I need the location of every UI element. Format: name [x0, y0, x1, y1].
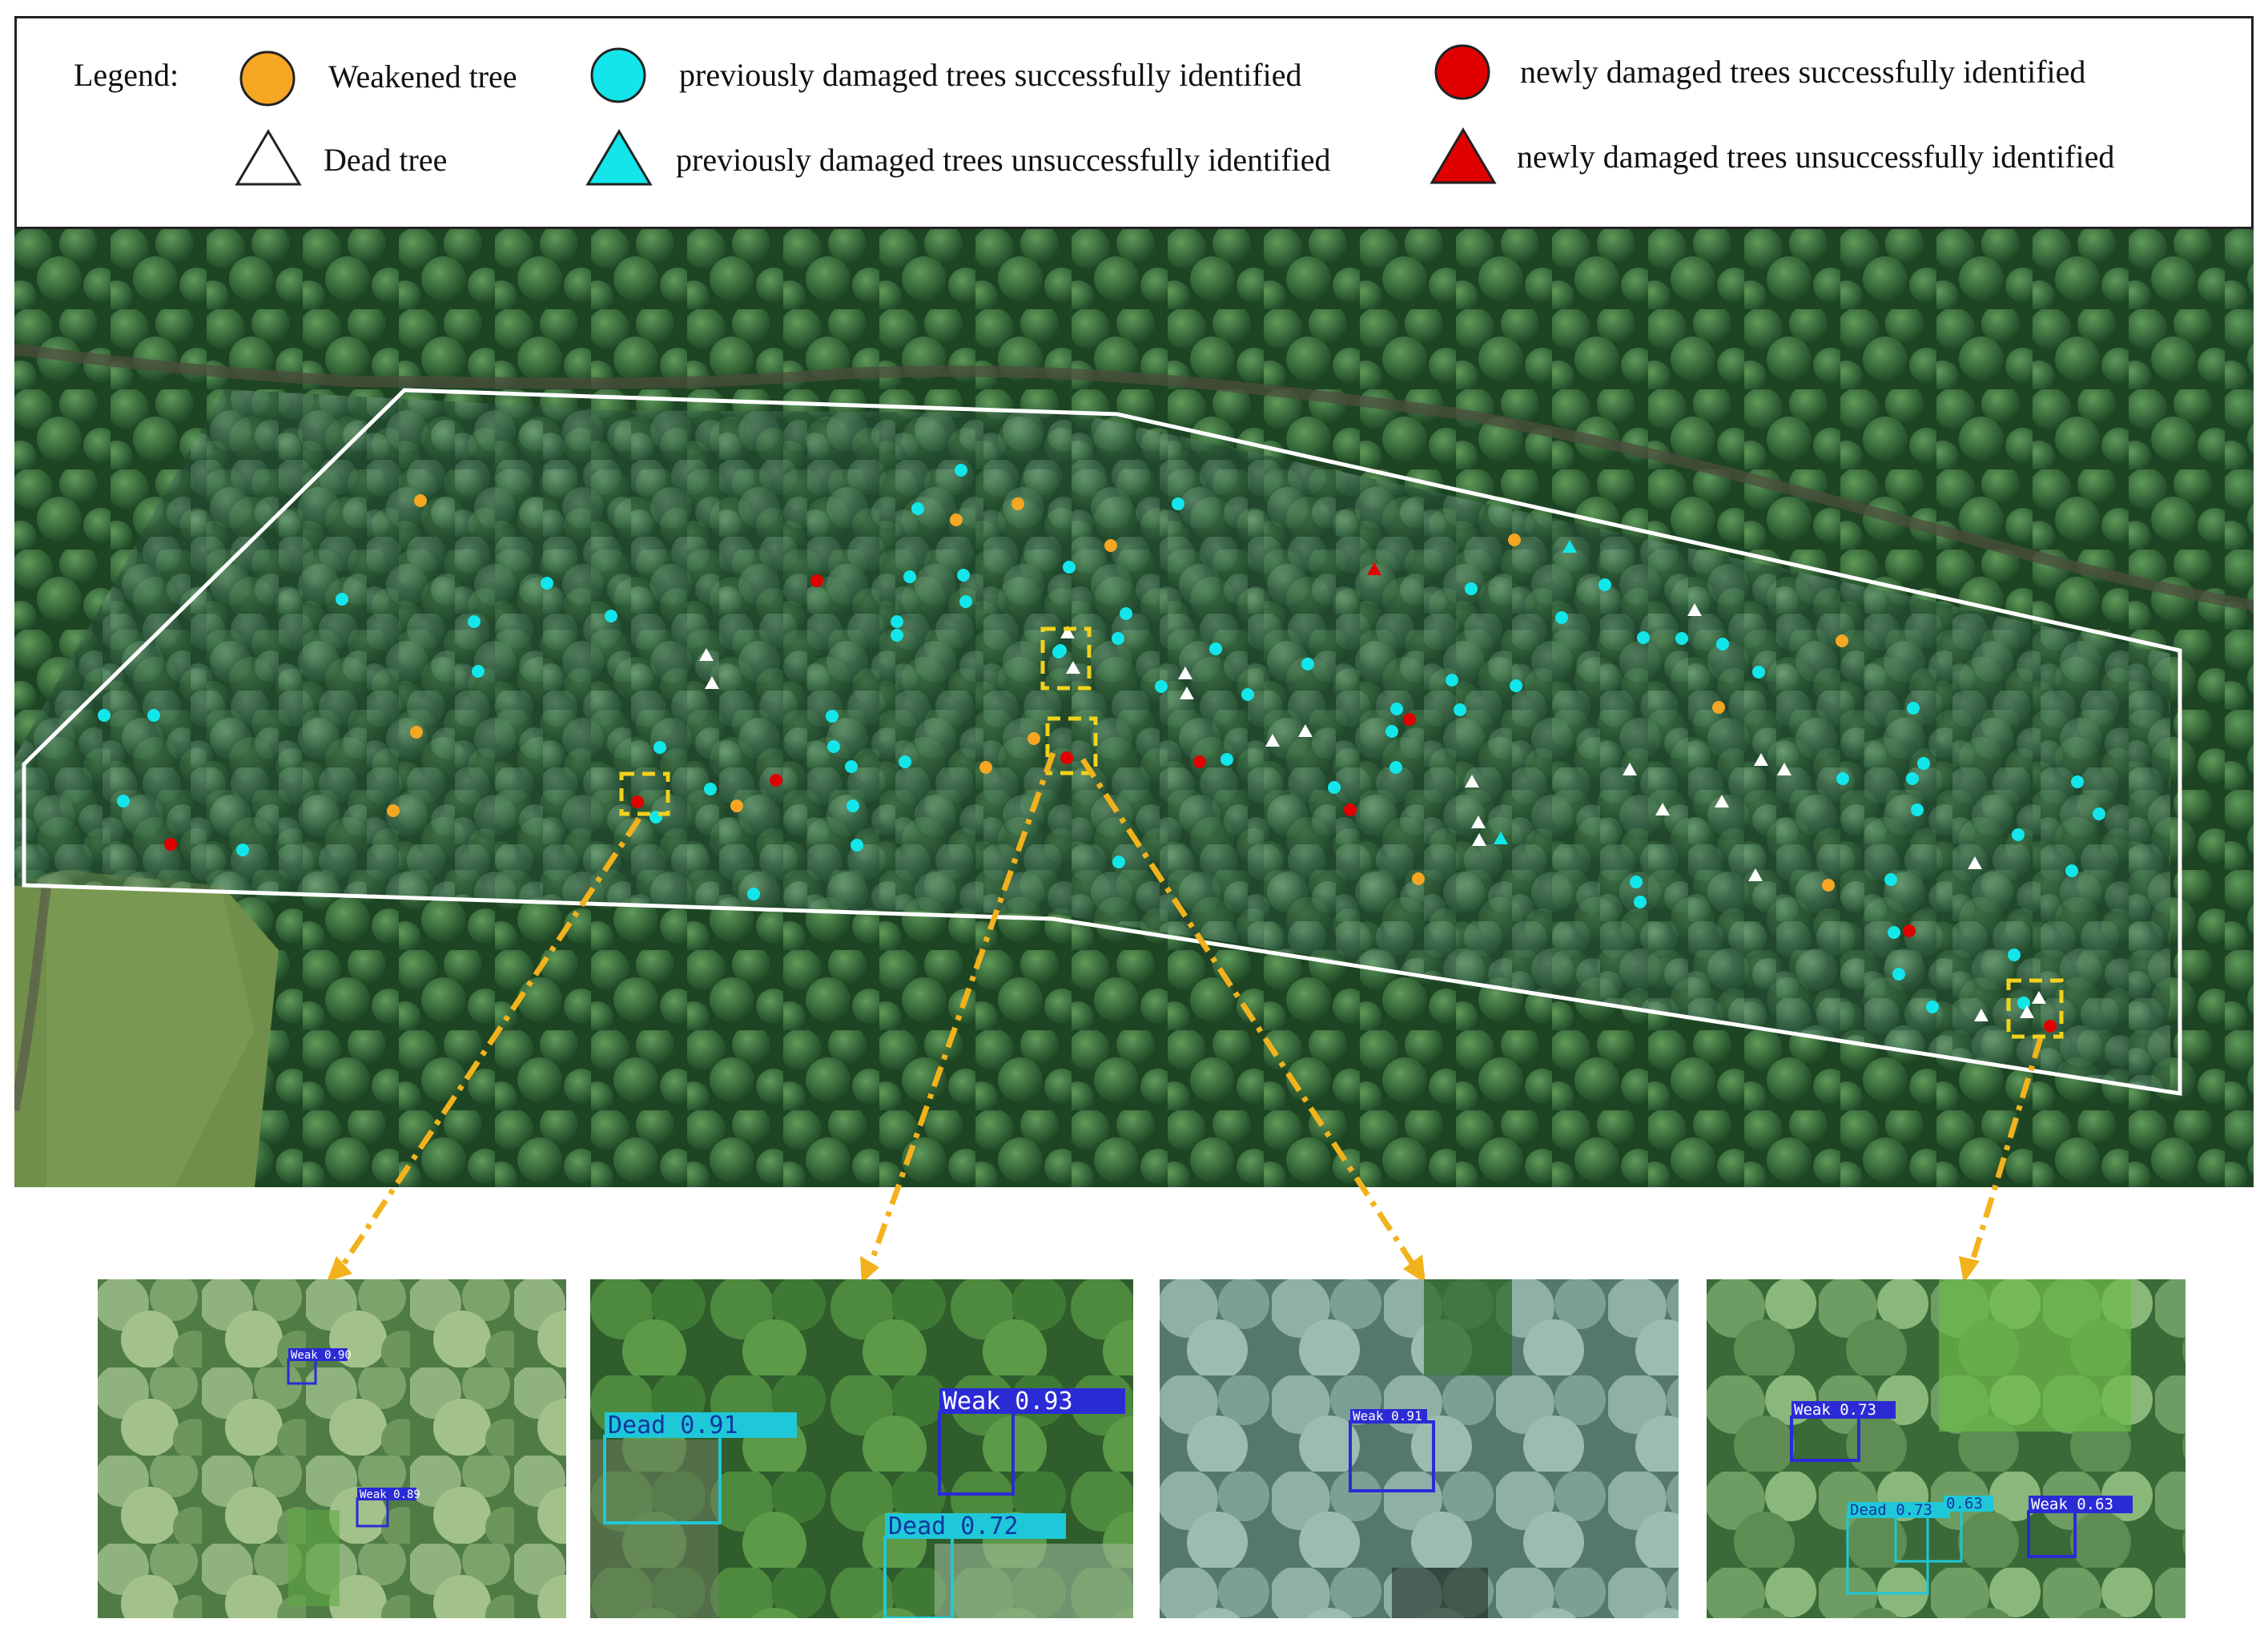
- inset-panel-2: Dead 0.91 Weak 0.93 Dead 0.72: [590, 1279, 1133, 1618]
- arrowhead-1: [327, 1256, 352, 1282]
- detection-tag-weak-0-93: [939, 1388, 1125, 1414]
- legend-label-weakened-tree: Weakened tree: [328, 58, 517, 95]
- legend-label-previous-identified: previously damaged trees successfully id…: [679, 57, 1302, 93]
- legend-label-previous-unidentified: previously damaged trees unsuccessfully …: [676, 142, 1331, 178]
- legend-label-dead-tree: Dead tree: [324, 142, 448, 178]
- detection-tag-dead-0-63: [1944, 1496, 1993, 1512]
- inset-panel-1: Weak 0.90 Weak 0.89: [98, 1279, 566, 1618]
- detection-tag-weak-0-89: [357, 1488, 416, 1500]
- detection-tag-dead-0-73: [1848, 1502, 1950, 1518]
- detection-tag-weak-0-90: [288, 1348, 348, 1361]
- legend-label-new-identified: newly damaged trees successfully identif…: [1520, 54, 2086, 90]
- detection-label-weak-0-89: Weak 0.89: [360, 1488, 420, 1501]
- detection-label-weak-0-91: Weak 0.91: [1353, 1408, 1422, 1424]
- detection-label-weak-0-63: Weak 0.63: [2031, 1496, 2113, 1513]
- detection-tag-dead-0-91: [605, 1412, 797, 1438]
- detection-label-weak-0-90: Weak 0.90: [291, 1349, 352, 1362]
- previous-identified-circle-icon: [590, 47, 646, 103]
- detection-label-dead-0-73: Dead 0.73: [1850, 1501, 1932, 1519]
- detection-label-weak-0-73: Weak 0.73: [1794, 1401, 1876, 1419]
- legend-panel: [14, 16, 2254, 229]
- inset-panel-4: Weak 0.73 Dead 0.73 0.63 Weak 0.63: [1707, 1279, 2186, 1618]
- detection-label-dead-0-72: Dead 0.72: [888, 1512, 1019, 1540]
- aerial-forest-map: [14, 229, 2254, 1187]
- legend-title: Legend:: [74, 57, 179, 93]
- legend-label-new-unidentified: newly damaged trees unsuccessfully ident…: [1517, 139, 2115, 175]
- dead-tree-triangle-icon: [235, 129, 302, 186]
- weakened-tree-circle-icon: [239, 50, 296, 107]
- detection-tag-weak-0-63: [2029, 1496, 2133, 1513]
- detection-tag-weak-0-91: [1350, 1409, 1427, 1424]
- detection-tag-weak-0-73: [1791, 1401, 1896, 1419]
- detection-label-weak-0-93: Weak 0.93: [943, 1387, 1073, 1416]
- new-unidentified-triangle-icon: [1430, 127, 1497, 184]
- detection-label-dead-0-91: Dead 0.91: [608, 1411, 738, 1440]
- detection-tag-dead-0-72: [885, 1513, 1066, 1539]
- inset-panel-3: Weak 0.91: [1160, 1279, 1679, 1618]
- new-identified-circle-icon: [1434, 44, 1490, 100]
- previous-unidentified-triangle-icon: [585, 129, 653, 186]
- detection-label-0-63: 0.63: [1946, 1495, 1983, 1512]
